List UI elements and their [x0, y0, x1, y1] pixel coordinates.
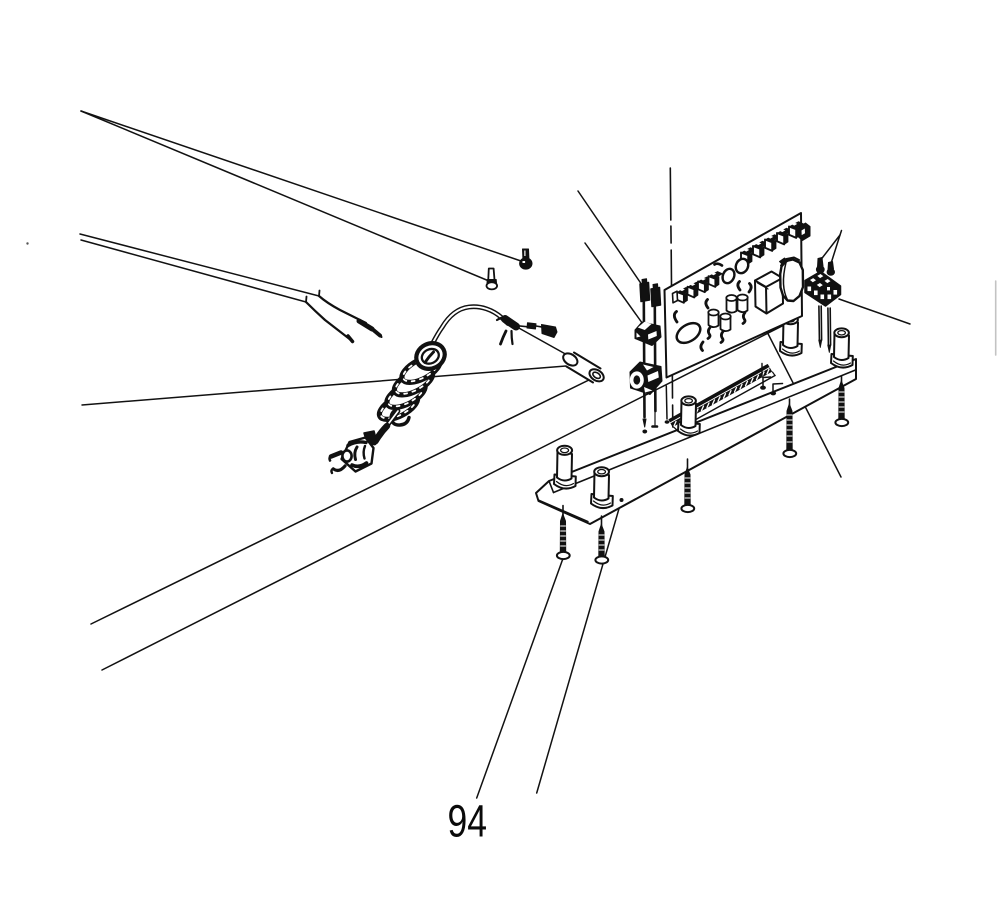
svg-text:94: 94 [448, 796, 488, 847]
